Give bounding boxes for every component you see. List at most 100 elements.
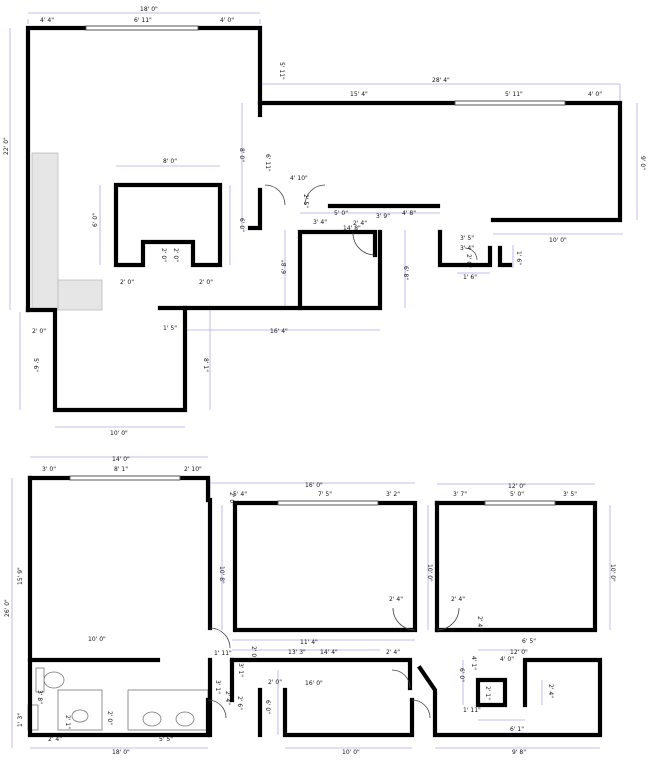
dimension-label: 18' 0": [112, 749, 130, 756]
dimension-label: 6' 8": [281, 260, 288, 274]
door-swing: [391, 669, 411, 689]
dimension-label: 2' 4": [451, 596, 465, 603]
dimension-label: 2' 0": [199, 279, 213, 286]
windows: [69, 25, 566, 506]
dimension-label: 10' 0": [110, 430, 128, 437]
dimension-label: 3' 8": [36, 690, 43, 704]
dimension-label: 4' 10": [290, 175, 308, 182]
door-swing: [464, 247, 478, 261]
dimension-label: 3' 2": [386, 491, 400, 498]
dimension-label: 2' 1": [484, 686, 491, 700]
dimension-label: 3' 9": [376, 213, 390, 220]
door-swing: [304, 184, 326, 206]
kitchen-counter: [31, 152, 59, 311]
dimension-label: 5' 0": [334, 210, 348, 217]
dimension-label: 4' 4": [40, 17, 54, 24]
dimension-labels-upper: 18' 0" 4' 4" 6' 11" 4' 0" 22' 0" 5' 11" …: [3, 6, 646, 437]
dimension-label: 2' 4": [386, 649, 400, 656]
dimension-label: 2' 0": [120, 279, 134, 286]
door-swing: [436, 607, 460, 631]
dimension-label: 14' 0": [112, 456, 130, 463]
dimension-label: 5' 6": [32, 358, 39, 372]
dimension-label: 2' 4": [353, 220, 367, 227]
dimension-label: 5' 0": [510, 491, 524, 498]
dimension-label: 10' 0": [549, 237, 567, 244]
dimension-label: 2' 0": [465, 254, 472, 268]
door-swing: [392, 607, 416, 631]
dimension-label: 9' 0": [639, 156, 646, 170]
dimension-label: 28' 4": [432, 77, 450, 84]
dimension-label: 2' 4": [48, 736, 62, 743]
dimension-label: 3' 1": [214, 680, 221, 694]
dimension-label: 1' 11": [463, 707, 481, 714]
dimension-label: 6' 0": [92, 213, 99, 227]
dimension-label: 2' 0": [160, 248, 167, 262]
dimension-label: 26' 0": [4, 599, 11, 617]
dimension-label: 3' 5": [563, 491, 577, 498]
dimension-label: 4' 0": [588, 91, 602, 98]
dimension-label: 5' 11": [505, 91, 523, 98]
dimension-label: 10' 0": [88, 636, 106, 643]
window: [277, 500, 379, 506]
dimension-label: 6' 11": [264, 154, 271, 172]
dimension-label: 15' 9": [17, 567, 24, 585]
dimension-label: 8' 0": [238, 148, 245, 162]
door-swing: [352, 232, 376, 256]
dimension-label: 2' 0": [172, 248, 179, 262]
walls: [25, 25, 623, 738]
sink-icon: [175, 711, 195, 727]
dimension-label: 22' 0": [3, 137, 10, 155]
dimension-label: 6' 5": [522, 638, 536, 645]
dimension-label: 2' 4": [547, 684, 554, 698]
dimension-label: 5' 11": [278, 62, 285, 80]
dimension-label: 8' 1": [114, 466, 128, 473]
dimension-label: 9' 8": [512, 749, 526, 756]
dimension-label: 3' 1": [237, 663, 244, 677]
doors: [207, 184, 478, 719]
dimension-label: 16' 0": [305, 680, 323, 687]
bath-vanity-right: [127, 689, 209, 731]
dimension-label: 5' 5": [159, 736, 173, 743]
dimension-label: 18' 0": [140, 6, 158, 13]
door-swing: [264, 184, 286, 206]
sink-icon: [71, 709, 89, 723]
dimension-label: 15' 4": [350, 91, 368, 98]
dimension-label: 2' 0": [250, 646, 257, 660]
dimension-label: 16' 4": [270, 328, 288, 335]
dimension-label: 3' 0": [42, 466, 56, 473]
dimension-label: 3' 7": [453, 491, 467, 498]
dimension-label: 6' 1": [510, 726, 524, 733]
dimension-label: 6' 11": [134, 17, 152, 24]
window: [85, 25, 199, 31]
toilet-icon: [43, 671, 65, 689]
dimension-label: 10' 0": [342, 749, 360, 756]
dimension-label: 6' 8": [402, 266, 409, 280]
dimension-label: 3' 4": [460, 245, 474, 252]
dimension-label: 10' 0": [609, 564, 616, 582]
dimension-label: 6' 0": [238, 218, 245, 232]
dimension-label: 1' 11": [214, 650, 232, 657]
dimension-label: 3' 5": [460, 235, 474, 242]
dimension-label: 1' 3": [17, 713, 24, 727]
toilet-tank: [35, 667, 45, 693]
dimension-label: 1' 6": [463, 274, 477, 281]
dimension-label: 14' 8": [343, 225, 361, 232]
dimension-label: 10' 0": [426, 564, 433, 582]
kitchen-appliance: [57, 279, 103, 311]
dimension-label: 2' 4": [389, 596, 403, 603]
dimension-label: 16' 0": [305, 482, 323, 489]
dimension-label: 2' 10": [184, 466, 202, 473]
dimension-label: 6' 0": [264, 700, 271, 714]
dimension-label: 2' 4": [224, 691, 231, 705]
dimension-label: 8' 1": [202, 358, 209, 372]
dimension-label: 2' 0": [268, 679, 282, 686]
dimension-label: 4' 0": [500, 656, 514, 663]
dimension-label: 1' 5": [163, 325, 177, 332]
dimension-label: 12' 0": [510, 649, 528, 656]
dimension-label: 2' 0": [32, 328, 46, 335]
dimension-label: 2' 4": [476, 616, 483, 630]
window: [484, 500, 556, 506]
dimension-label: 10' 8": [218, 566, 225, 584]
dimension-label: 2' 0": [228, 492, 235, 506]
